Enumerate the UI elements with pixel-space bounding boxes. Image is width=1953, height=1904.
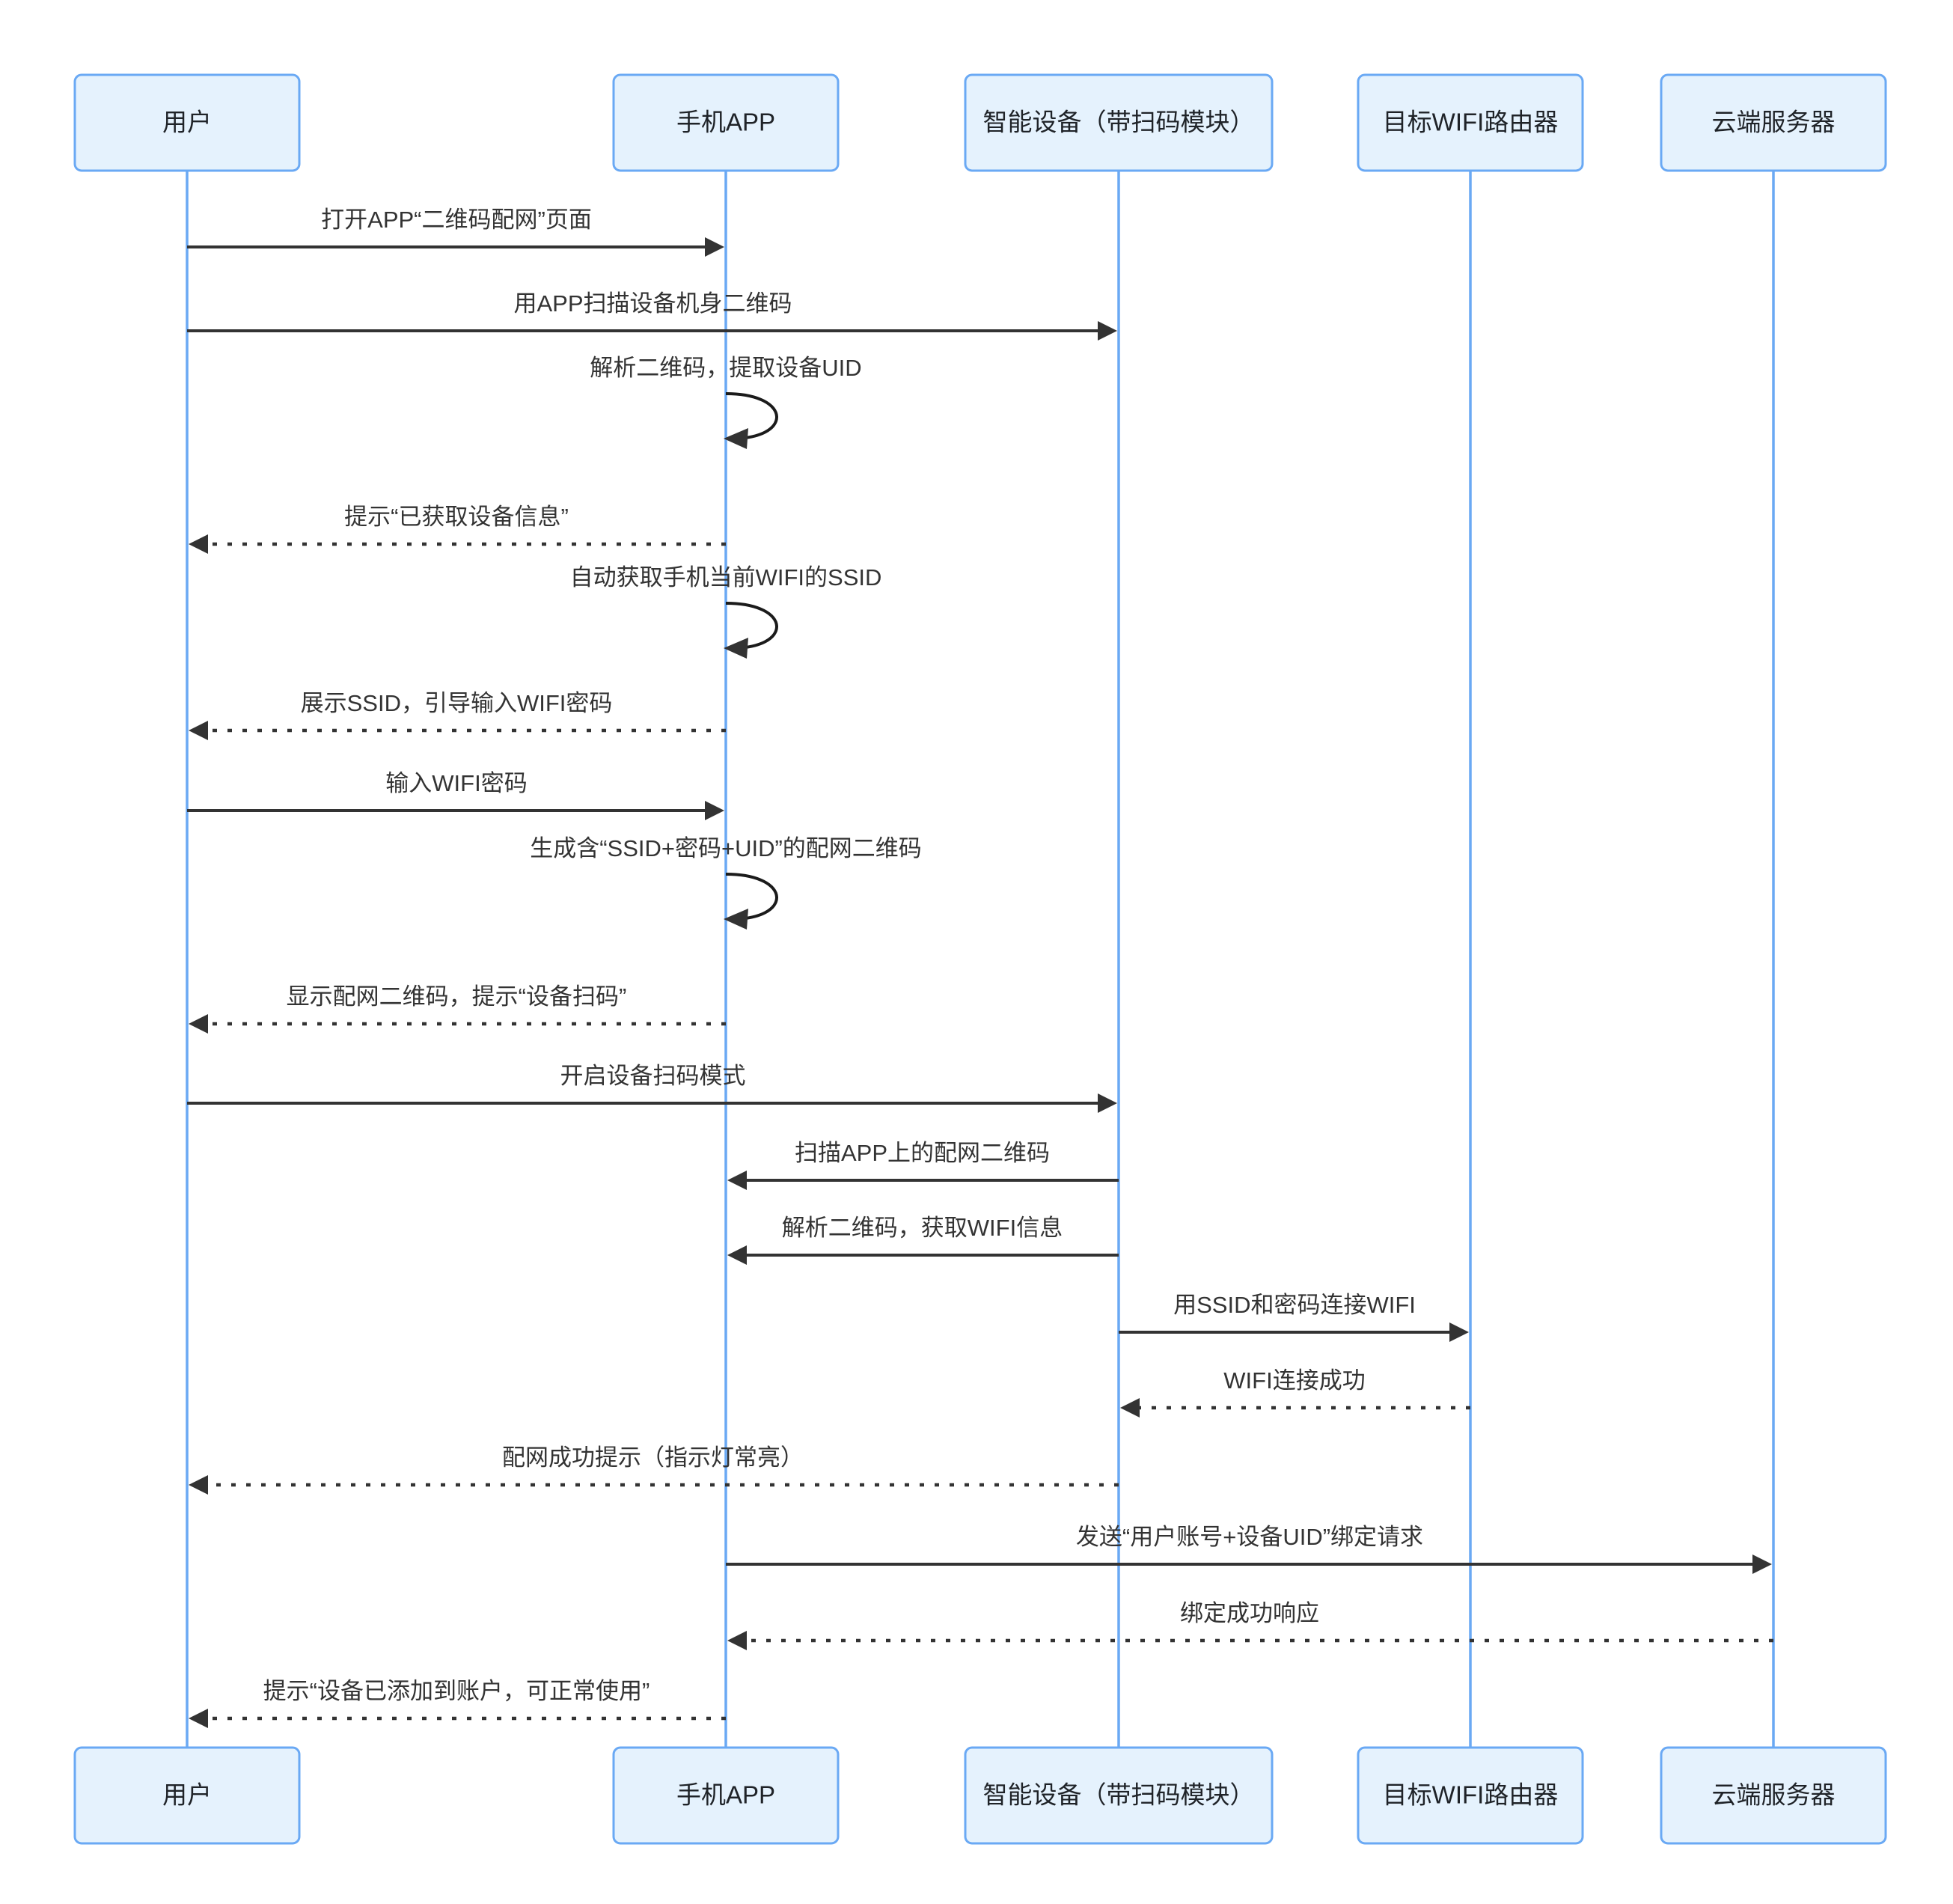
message-5[interactable]: 自动获取手机当前WIFI的SSID xyxy=(570,564,882,659)
message-arrowhead-5 xyxy=(724,638,748,659)
participant-label-device: 智能设备（带扫码模块） xyxy=(983,1781,1255,1809)
message-arrowhead-10 xyxy=(1098,1093,1117,1113)
message-label-3: 解析二维码，提取设备UID xyxy=(590,355,861,381)
message-arrowhead-2 xyxy=(1098,321,1117,341)
participant-label-router: 目标WIFI路由器 xyxy=(1383,109,1559,136)
participant-box-app xyxy=(612,1746,840,1845)
participant-box-device xyxy=(964,1746,1274,1845)
message-label-13: 用SSID和密码连接WIFI xyxy=(1173,1292,1416,1318)
message-7[interactable]: 输入WIFI密码 xyxy=(187,770,724,820)
message-label-8: 生成含“SSID+密码+UID”的配网二维码 xyxy=(530,835,922,861)
message-label-15: 配网成功提示（指示灯常亮） xyxy=(502,1444,804,1471)
participant-box-user xyxy=(73,73,301,172)
participant-cloud-bottom[interactable]: 云端服务器 xyxy=(1660,1746,1887,1845)
message-self-loop-5 xyxy=(725,602,778,650)
message-arrowhead-11 xyxy=(727,1171,747,1190)
message-arrowhead-15 xyxy=(189,1475,208,1495)
message-arrowhead-14 xyxy=(1120,1398,1140,1418)
message-arrowhead-6 xyxy=(189,721,208,740)
message-arrowhead-18 xyxy=(189,1709,208,1728)
message-label-12: 解析二维码，获取WIFI信息 xyxy=(782,1215,1063,1241)
message-13[interactable]: 用SSID和密码连接WIFI xyxy=(1119,1292,1469,1342)
message-arrowhead-8 xyxy=(724,909,748,930)
message-label-1: 打开APP“二维码配网”页面 xyxy=(321,207,592,233)
participant-user-bottom[interactable]: 用户 xyxy=(73,1746,301,1845)
message-arrowhead-7 xyxy=(705,801,724,820)
participant-label-app: 手机APP xyxy=(676,109,775,136)
message-label-4: 提示“已获取设备信息” xyxy=(344,504,569,530)
message-arrowhead-17 xyxy=(727,1631,747,1650)
participant-box-router xyxy=(1357,73,1584,172)
message-label-18: 提示“设备已添加到账户，可正常使用” xyxy=(263,1678,650,1704)
message-self-loop-8 xyxy=(725,873,778,921)
message-16[interactable]: 发送“用户账号+设备UID”绑定请求 xyxy=(726,1524,1772,1574)
message-label-14: WIFI连接成功 xyxy=(1223,1367,1365,1394)
message-label-10: 开启设备扫码模式 xyxy=(560,1063,746,1089)
participant-label-router: 目标WIFI路由器 xyxy=(1383,1781,1559,1809)
participant-router-top[interactable]: 目标WIFI路由器 xyxy=(1357,73,1584,172)
participant-label-user: 用户 xyxy=(162,109,212,136)
participants-bottom-group: 用户 手机APP 智能设备（带扫码模块） 目标WIFI路由器 云端服务器 xyxy=(73,1746,1887,1845)
participant-label-device: 智能设备（带扫码模块） xyxy=(983,109,1255,136)
message-label-11: 扫描APP上的配网二维码 xyxy=(795,1140,1050,1166)
participant-box-cloud xyxy=(1660,1746,1887,1845)
message-label-5: 自动获取手机当前WIFI的SSID xyxy=(570,564,882,591)
message-label-9: 显示配网二维码，提示“设备扫码” xyxy=(287,983,627,1010)
message-15[interactable]: 配网成功提示（指示灯常亮） xyxy=(189,1444,1119,1495)
messages-group: 打开APP“二维码配网”页面用APP扫描设备机身二维码解析二维码，提取设备UID… xyxy=(187,207,1773,1728)
participant-box-cloud xyxy=(1660,73,1887,172)
message-arrowhead-4 xyxy=(189,534,208,554)
participant-label-app: 手机APP xyxy=(676,1781,775,1809)
participant-label-cloud: 云端服务器 xyxy=(1712,109,1836,136)
participant-device-top[interactable]: 智能设备（带扫码模块） xyxy=(964,73,1274,172)
participant-box-user xyxy=(73,1746,301,1845)
message-arrowhead-12 xyxy=(727,1245,747,1265)
message-arrowhead-3 xyxy=(724,428,748,449)
message-arrowhead-1 xyxy=(705,237,724,257)
message-12[interactable]: 解析二维码，获取WIFI信息 xyxy=(727,1215,1119,1265)
message-label-7: 输入WIFI密码 xyxy=(385,770,527,796)
message-9[interactable]: 显示配网二维码，提示“设备扫码” xyxy=(189,983,726,1034)
participant-router-bottom[interactable]: 目标WIFI路由器 xyxy=(1357,1746,1584,1845)
participants-top-group: 用户 手机APP 智能设备（带扫码模块） 目标WIFI路由器 云端服务器 xyxy=(73,73,1887,172)
message-label-6: 展示SSID，引导输入WIFI密码 xyxy=(301,690,613,716)
message-label-16: 发送“用户账号+设备UID”绑定请求 xyxy=(1076,1524,1423,1550)
message-18[interactable]: 提示“设备已添加到账户，可正常使用” xyxy=(189,1678,726,1728)
message-label-17: 绑定成功响应 xyxy=(1180,1600,1319,1626)
participant-user-top[interactable]: 用户 xyxy=(73,73,301,172)
participant-label-cloud: 云端服务器 xyxy=(1712,1781,1836,1809)
message-arrowhead-13 xyxy=(1449,1322,1469,1342)
participant-cloud-top[interactable]: 云端服务器 xyxy=(1660,73,1887,172)
message-8[interactable]: 生成含“SSID+密码+UID”的配网二维码 xyxy=(530,835,922,930)
message-4[interactable]: 提示“已获取设备信息” xyxy=(189,504,726,554)
message-2[interactable]: 用APP扫描设备机身二维码 xyxy=(187,290,1117,341)
message-11[interactable]: 扫描APP上的配网二维码 xyxy=(727,1140,1119,1190)
message-6[interactable]: 展示SSID，引导输入WIFI密码 xyxy=(189,690,726,740)
message-17[interactable]: 绑定成功响应 xyxy=(727,1600,1773,1650)
participant-app-top[interactable]: 手机APP xyxy=(612,73,840,172)
message-14[interactable]: WIFI连接成功 xyxy=(1120,1367,1470,1418)
participant-label-user: 用户 xyxy=(162,1781,212,1809)
message-label-2: 用APP扫描设备机身二维码 xyxy=(513,290,792,317)
participant-app-bottom[interactable]: 手机APP xyxy=(612,1746,840,1845)
participant-box-device xyxy=(964,73,1274,172)
message-arrowhead-16 xyxy=(1752,1554,1772,1574)
participant-device-bottom[interactable]: 智能设备（带扫码模块） xyxy=(964,1746,1274,1845)
message-self-loop-3 xyxy=(725,392,778,441)
message-1[interactable]: 打开APP“二维码配网”页面 xyxy=(187,207,724,257)
message-10[interactable]: 开启设备扫码模式 xyxy=(187,1063,1117,1113)
message-3[interactable]: 解析二维码，提取设备UID xyxy=(590,355,862,449)
message-arrowhead-9 xyxy=(189,1014,208,1034)
participant-box-router xyxy=(1357,1746,1584,1845)
lifelines-group xyxy=(186,171,1775,1748)
participant-box-app xyxy=(612,73,840,172)
